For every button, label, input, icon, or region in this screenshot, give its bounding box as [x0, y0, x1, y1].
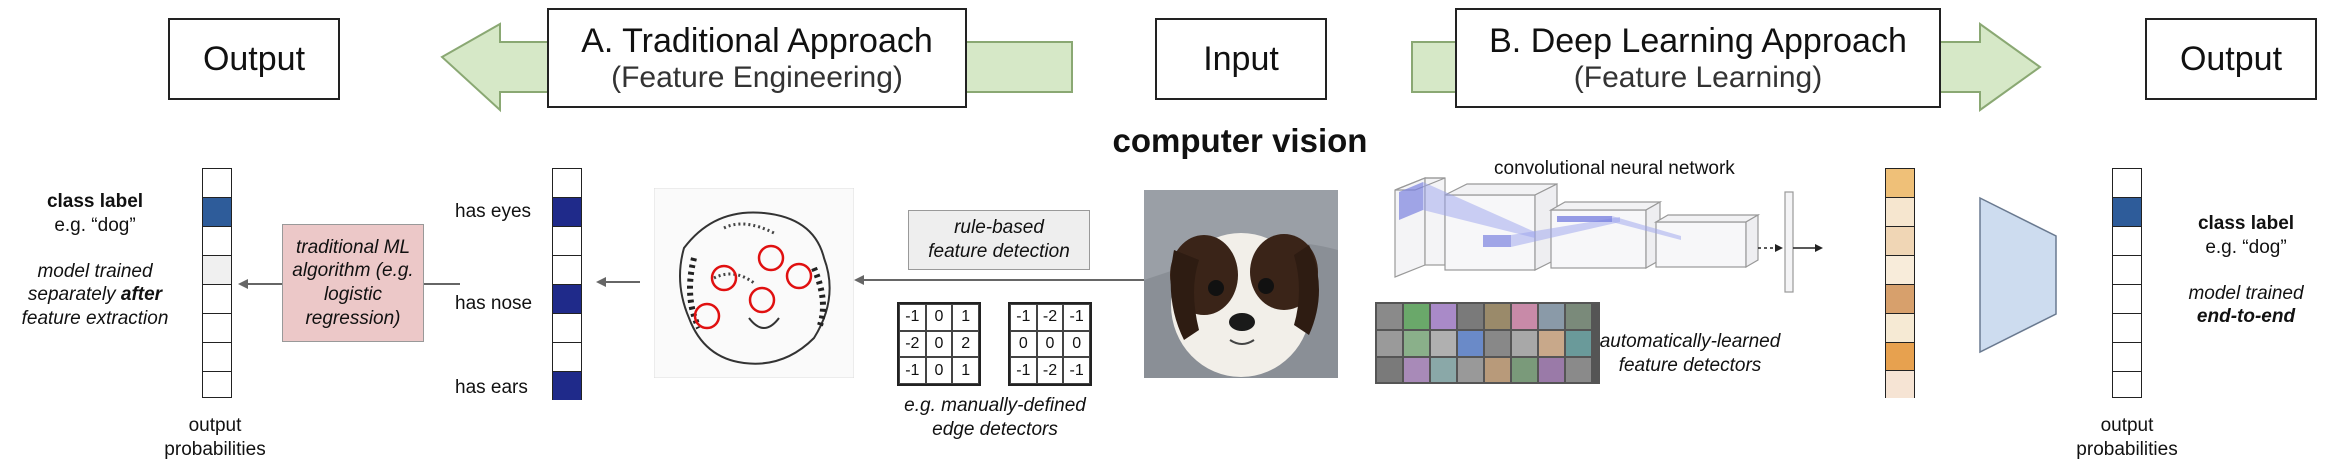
input-box: Input — [1155, 18, 1327, 100]
left-model-note-3: feature extraction — [21, 308, 169, 329]
kernel-1-cell: 1 — [952, 304, 979, 331]
auto-caption-line1: automatically-learned — [1599, 331, 1781, 352]
left-class-label: class label — [46, 191, 144, 212]
line-features-to-ml — [424, 283, 460, 285]
kernel-1-cell: 0 — [925, 304, 953, 331]
kernel-2-cell: -1 — [1010, 357, 1037, 384]
kernel-2-cell: 0 — [1010, 330, 1037, 358]
left-model-note-2-text: separately — [27, 284, 116, 306]
rule-based-line1: rule-based — [954, 217, 1044, 239]
right-output-prob-line1: output — [2100, 415, 2154, 436]
cnn-label: convolutional neural network — [1494, 158, 1735, 179]
output-label-left: Output — [202, 39, 306, 78]
cnn-diagram — [1394, 177, 1823, 293]
left-model-note-bold: after — [120, 284, 163, 306]
left-output-probabilities: output probabilities — [140, 414, 290, 462]
kernel-2-cell: -2 — [1036, 357, 1064, 384]
right-output-vector — [2112, 168, 2142, 398]
traditional-ml-box: traditional ML algorithm (e.g. logistic … — [282, 224, 424, 342]
output-box-left: Output — [168, 18, 340, 100]
kernel-1-cell: 0 — [925, 357, 953, 384]
rule-based-line2: feature detection — [928, 241, 1070, 262]
right-class-label: class label — [2197, 213, 2295, 234]
deep-learning-approach-subtitle: (Feature Learning) — [1573, 61, 1823, 95]
kernel-2-cell: -1 — [1063, 304, 1090, 331]
kernel-1-cell: -2 — [899, 330, 926, 358]
rule-based-box: rule-based feature detection — [908, 210, 1090, 270]
dog-photo — [1144, 190, 1338, 378]
edge-detectors-caption: e.g. manually-defined edge detectors — [870, 394, 1120, 442]
learned-feature-vector — [1885, 168, 1915, 398]
input-label: Input — [1203, 39, 1279, 78]
left-class-example: e.g. “dog” — [54, 214, 136, 236]
fully-connected-trapezoid — [1979, 196, 2057, 354]
kernel-1-cell: 1 — [952, 357, 979, 384]
right-output-probabilities: output probabilities — [2052, 414, 2202, 462]
edge-caption-line2: edge detectors — [932, 418, 1058, 440]
left-model-note-1: model trained — [37, 260, 153, 282]
kernel-2-cell: -2 — [1036, 304, 1064, 331]
right-model-note-1: model trained — [2188, 282, 2304, 304]
edge-caption-line1: e.g. manually-defined — [904, 395, 1086, 416]
left-class-info: class label e.g. “dog” model trained sep… — [0, 190, 190, 331]
traditional-approach-title: A. Traditional Approach — [581, 21, 933, 60]
deep-learning-approach-title: B. Deep Learning Approach — [1489, 21, 1907, 60]
feature-has-eyes: has eyes — [455, 201, 532, 222]
arrow-image-to-features — [596, 277, 640, 287]
right-class-info: class label e.g. “dog” model trained end… — [2160, 212, 2332, 329]
deep-learning-approach-box: B. Deep Learning Approach (Feature Learn… — [1455, 8, 1941, 108]
traditional-approach-box: A. Traditional Approach (Feature Enginee… — [547, 8, 967, 108]
kernel-2-cell: -1 — [1010, 304, 1037, 331]
kernel-2-cell: -1 — [1063, 357, 1090, 384]
feature-has-nose: has nose — [455, 293, 533, 314]
traditional-approach-subtitle: (Feature Engineering) — [611, 61, 903, 95]
kernel-1-cell: 2 — [952, 330, 979, 358]
right-model-note-2: end-to-end — [2196, 306, 2296, 328]
arrow-photo-to-edges — [854, 275, 1148, 285]
auto-learned-caption: automatically-learned feature detectors — [1585, 330, 1795, 378]
edge-kernel-1: -1 0 1 -2 0 2 -1 0 1 — [897, 302, 981, 386]
kernel-1-cell: -1 — [899, 357, 926, 384]
left-model-note-2: separately after — [0, 283, 190, 307]
left-output-prob-line2: probabilities — [164, 438, 266, 460]
edge-detected-dog-image — [654, 188, 854, 378]
traditional-ml-label: traditional ML algorithm (e.g. logistic … — [292, 236, 414, 329]
arrow-ml-to-output — [238, 279, 284, 289]
edge-kernel-2: -1 -2 -1 0 0 0 -1 -2 -1 — [1008, 302, 1092, 386]
kernel-2-cell: 0 — [1063, 330, 1090, 358]
right-output-prob-line2: probabilities — [2076, 438, 2178, 460]
center-title: computer vision — [1112, 122, 1368, 159]
output-box-right: Output — [2145, 18, 2317, 100]
left-output-vector — [202, 168, 232, 398]
feature-has-ears: has ears — [455, 377, 528, 398]
right-class-example: e.g. “dog” — [2205, 236, 2287, 258]
kernel-1-cell: -1 — [899, 304, 926, 331]
auto-caption-line2: feature detectors — [1618, 354, 1762, 376]
left-output-prob-line1: output — [188, 415, 242, 436]
feature-vector — [552, 168, 582, 400]
learned-filters-grid — [1375, 302, 1600, 384]
output-label-right: Output — [2179, 39, 2283, 78]
kernel-1-cell: 0 — [925, 330, 953, 358]
kernel-2-cell: 0 — [1036, 330, 1064, 358]
